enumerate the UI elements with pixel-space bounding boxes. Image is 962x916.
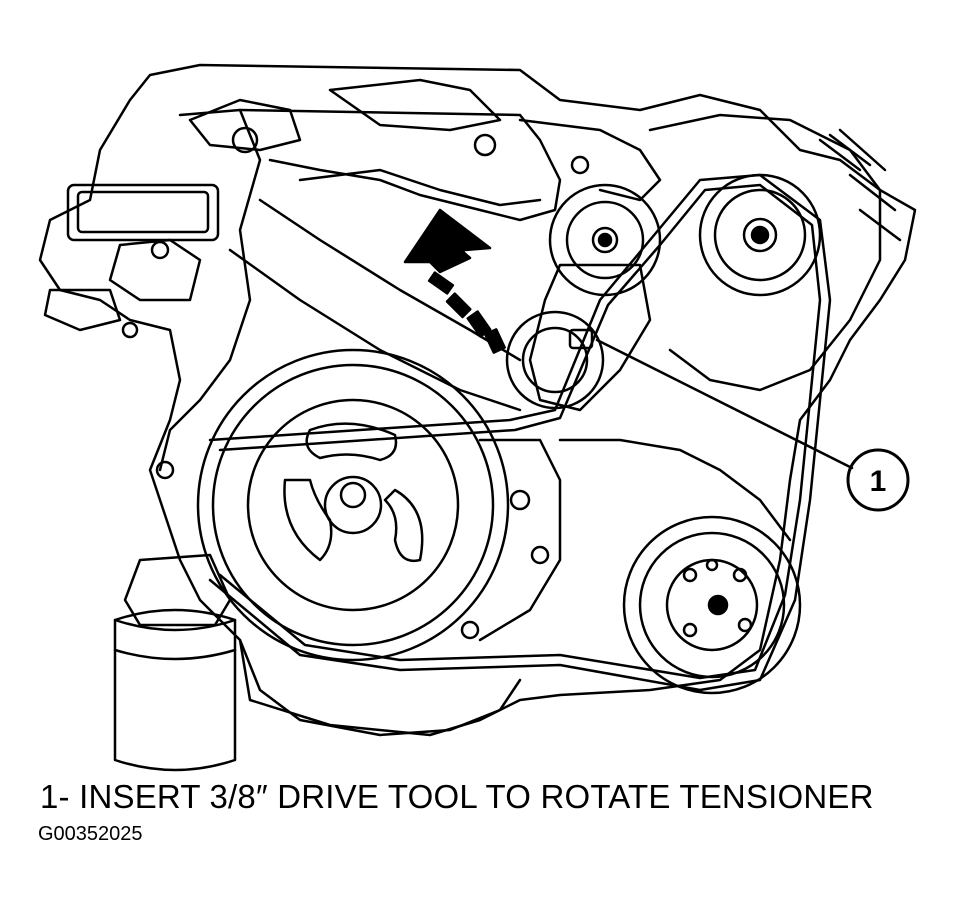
oil-filter-top bbox=[115, 620, 235, 630]
left-bracket-inner bbox=[78, 192, 208, 232]
callout-number: 1 bbox=[870, 465, 887, 498]
oil-filter-band bbox=[115, 650, 235, 659]
front-cover-lower bbox=[480, 440, 560, 640]
bolt-top-1 bbox=[233, 128, 257, 152]
crank-center-hub bbox=[325, 477, 381, 533]
head-detail bbox=[190, 100, 300, 150]
bolt-lower-2 bbox=[532, 547, 548, 563]
crank-pulley-outer bbox=[198, 350, 508, 660]
callout-leader bbox=[597, 340, 852, 468]
alternator-pulley-nut bbox=[752, 227, 768, 243]
tensioner-arm bbox=[530, 265, 650, 410]
tensioner-pivot-inner bbox=[523, 328, 587, 392]
ac-hole-2 bbox=[734, 569, 746, 581]
rotation-arrow-dash-3 bbox=[468, 312, 490, 337]
ac-compressor-body bbox=[560, 440, 790, 540]
cover-ridge bbox=[240, 110, 560, 220]
bolt-left-1 bbox=[152, 242, 168, 258]
crank-pulley-inner bbox=[248, 400, 458, 610]
head-detail-2 bbox=[330, 80, 500, 130]
left-mount bbox=[110, 240, 200, 300]
alternator-body bbox=[650, 115, 880, 390]
alternator-pulley-hub bbox=[744, 219, 776, 251]
rotation-arrow-dash-2 bbox=[447, 294, 470, 317]
bracket-top bbox=[520, 120, 660, 200]
oil-pan bbox=[240, 640, 520, 735]
rotation-arrow-shaft bbox=[430, 245, 470, 272]
tensioner-pulley-inner bbox=[567, 202, 643, 278]
ac-hole-5 bbox=[707, 560, 717, 570]
oil-filter-mount bbox=[125, 555, 230, 625]
tensioner-pulley-bolt bbox=[599, 234, 611, 246]
bolt-lower-1 bbox=[511, 491, 529, 509]
timing-cover bbox=[160, 110, 260, 470]
serpentine-belt-inner bbox=[220, 185, 820, 678]
alternator-pulley-mid bbox=[715, 190, 805, 280]
cover-ridge-4 bbox=[230, 250, 520, 410]
rotation-arrow-dash-4 bbox=[485, 329, 504, 352]
ac-hole-1 bbox=[684, 569, 696, 581]
bolt-top-2 bbox=[475, 135, 495, 155]
cover-ridge-2 bbox=[300, 170, 540, 205]
bolt-left-3 bbox=[157, 462, 173, 478]
serpentine-belt bbox=[210, 175, 830, 690]
crank-pulley-spoke-2 bbox=[284, 480, 331, 560]
figure-caption: 1- INSERT 3/8″ DRIVE TOOL TO ROTATE TENS… bbox=[40, 778, 874, 815]
ac-hole-3 bbox=[739, 619, 751, 631]
tensioner-pulley-hub bbox=[593, 228, 617, 252]
figure-id: G00352025 bbox=[38, 823, 143, 845]
bolt-lower-3 bbox=[462, 622, 478, 638]
callout-circle bbox=[848, 450, 908, 510]
left-mount-2 bbox=[45, 290, 120, 330]
oil-filter bbox=[115, 610, 235, 770]
crank-pulley-ring bbox=[213, 365, 493, 645]
crank-center-bolt bbox=[341, 483, 365, 507]
ac-hole-4 bbox=[684, 624, 696, 636]
rotation-arrow-dash-1 bbox=[429, 273, 453, 294]
crank-pulley-spoke-3 bbox=[385, 490, 422, 561]
engine-block-outline bbox=[40, 65, 915, 735]
crank-pulley-spoke-1 bbox=[307, 424, 396, 460]
bolt-left-2 bbox=[123, 323, 137, 337]
alternator-fins bbox=[820, 130, 900, 240]
bolt-top-3 bbox=[572, 157, 588, 173]
ac-hub bbox=[709, 596, 727, 614]
left-bracket bbox=[68, 185, 218, 240]
ac-pulley-outer bbox=[624, 517, 800, 693]
